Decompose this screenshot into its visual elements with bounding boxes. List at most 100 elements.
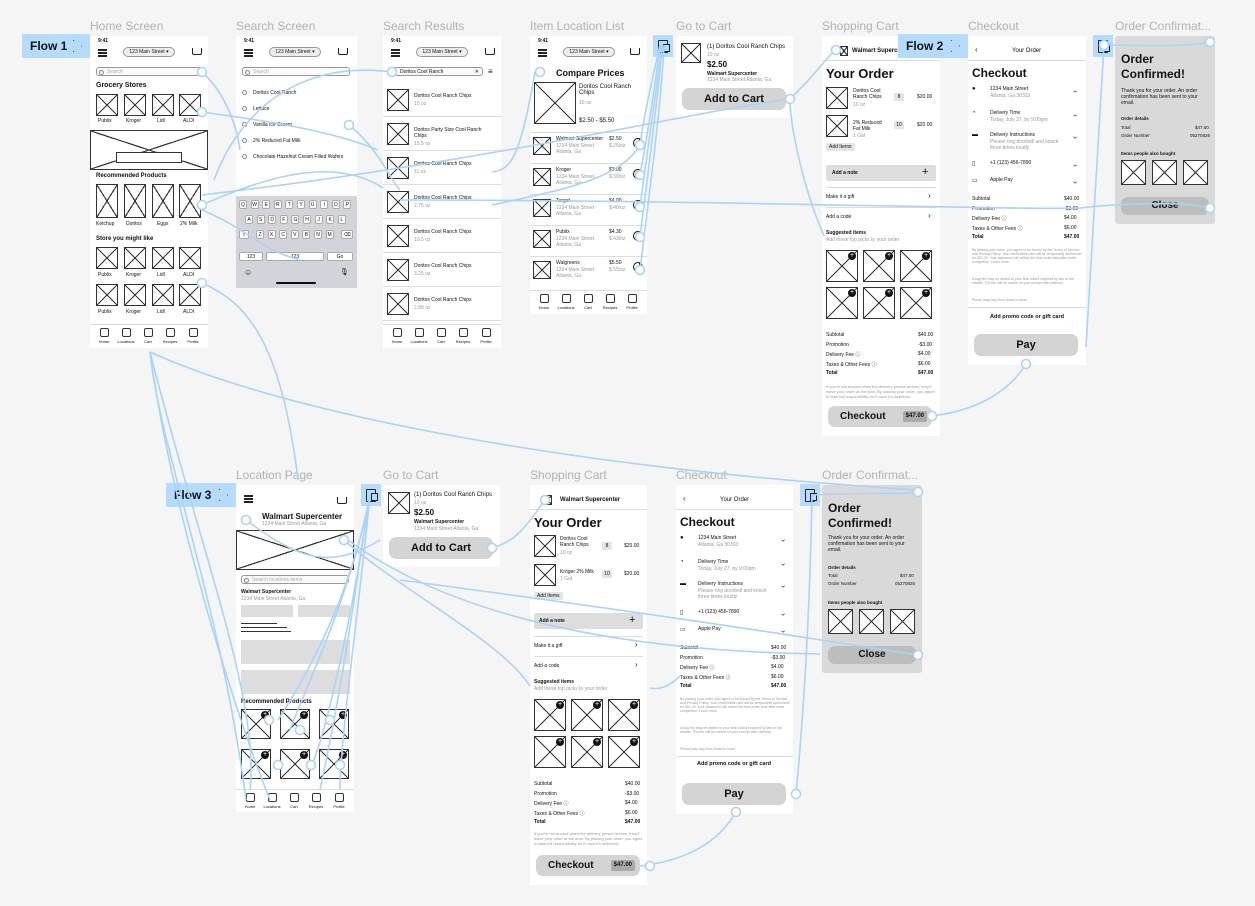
suggestion-item[interactable]: 2% Reduced Fat Milk [242, 137, 301, 144]
shift-key[interactable]: ⇧ [239, 230, 249, 239]
keyboard-key[interactable]: I [320, 200, 329, 209]
checkout-row-label[interactable]: Delivery Instructions [698, 581, 744, 587]
banner-button[interactable] [116, 152, 182, 163]
checkout-row-label[interactable]: Delivery Time [698, 559, 729, 565]
product-image[interactable] [1183, 160, 1208, 185]
checkout-button[interactable]: Checkout$47.00 [536, 855, 640, 876]
menu-icon[interactable] [244, 49, 253, 51]
add-plus-icon[interactable]: + [593, 701, 601, 709]
keyboard-key[interactable]: H [303, 215, 311, 224]
suggestion-item[interactable]: Vanilla Ice Cream [242, 121, 292, 128]
keyboard-key[interactable]: B [302, 230, 311, 239]
product-image[interactable] [859, 609, 884, 634]
store-image[interactable] [124, 284, 146, 306]
quantity-stepper[interactable]: 10 [602, 570, 612, 578]
add-plus-icon[interactable]: + [593, 738, 601, 746]
store-image[interactable] [152, 94, 174, 116]
emoji-icon[interactable]: ☺ [244, 268, 253, 277]
keyboard-key[interactable]: L [337, 215, 346, 224]
backspace-key[interactable]: ⌫ [341, 230, 353, 239]
nav-cart[interactable]: Cart [578, 294, 598, 310]
nav-home[interactable]: Home [94, 328, 114, 344]
add-note-row[interactable] [826, 165, 936, 181]
go-key[interactable]: Go [327, 252, 353, 261]
keyboard-key[interactable]: A [245, 215, 253, 224]
code-label[interactable]: Add a code [826, 214, 852, 220]
nav-profile[interactable]: Profile [329, 793, 349, 809]
chevron-down-icon[interactable]: › [778, 539, 788, 542]
numbers-key[interactable]: 123 [239, 252, 263, 261]
add-plus-icon[interactable]: + [261, 711, 269, 719]
add-plus-icon[interactable]: + [885, 289, 893, 297]
chevron-down-icon[interactable]: › [1070, 164, 1080, 167]
checkout-button[interactable]: Checkout$47.00 [828, 406, 932, 427]
store-image[interactable] [152, 284, 174, 306]
chevron-down-icon[interactable]: › [1070, 181, 1080, 184]
store-image[interactable] [96, 247, 118, 269]
select-toggle[interactable] [633, 200, 643, 210]
nav-profile[interactable]: Profile [622, 294, 642, 310]
suggestion-item[interactable]: Doritos Cool Ranch [242, 89, 296, 96]
keyboard-key[interactable]: U [308, 200, 317, 209]
space-key[interactable]: 123 [266, 252, 324, 261]
nav-profile[interactable]: Profile [183, 328, 203, 344]
add-plus-icon[interactable]: + [300, 751, 308, 759]
add-plus-icon[interactable]: + [556, 738, 564, 746]
close-button[interactable]: Close [1121, 197, 1209, 215]
suggested-item-image[interactable] [863, 287, 895, 319]
keyboard-key[interactable]: T [285, 200, 294, 209]
cart-icon[interactable] [485, 48, 495, 55]
nav-recipes[interactable]: Recipes [600, 294, 620, 310]
code-label[interactable]: Add a code [534, 663, 560, 669]
keyboard-key[interactable]: G [291, 215, 300, 224]
chevron-down-icon[interactable]: › [1070, 114, 1080, 117]
add-plus-icon[interactable]: + [848, 252, 856, 260]
nav-locations[interactable]: Locations [409, 328, 429, 344]
keyboard-key[interactable]: C [279, 230, 288, 239]
microphone-icon[interactable]: 🎙 [340, 269, 349, 276]
nav-locations[interactable]: Locations [556, 294, 576, 310]
search-input[interactable]: Search [96, 67, 202, 76]
store-image[interactable] [179, 247, 201, 269]
keyboard-key[interactable]: F [279, 215, 288, 224]
filter-icon[interactable]: ≡ [488, 67, 493, 76]
flow-3-label[interactable]: Flow 3 [166, 483, 236, 507]
product-image[interactable] [124, 184, 146, 218]
store-image[interactable] [124, 94, 146, 116]
suggested-item-image[interactable] [534, 736, 566, 768]
nav-locations[interactable]: Locations [262, 793, 282, 809]
nav-home[interactable]: Home [387, 328, 407, 344]
nav-recipes[interactable]: Recipes [453, 328, 473, 344]
chevron-down-icon[interactable]: › [1070, 136, 1080, 139]
search-input[interactable]: Search [242, 67, 350, 76]
keyboard-key[interactable]: W [250, 200, 259, 209]
cart-icon[interactable] [192, 48, 202, 55]
product-image[interactable] [890, 609, 915, 634]
add-to-cart-button[interactable]: Add to Cart [389, 537, 493, 559]
nav-recipes[interactable]: Recipes [160, 328, 180, 344]
keyboard-key[interactable]: M [325, 230, 334, 239]
suggested-item-image[interactable] [534, 699, 566, 731]
nav-cart[interactable]: Cart [284, 793, 304, 809]
chevron-down-icon[interactable]: › [778, 563, 788, 566]
add-plus-icon[interactable]: + [261, 751, 269, 759]
chevron-down-icon[interactable]: › [778, 585, 788, 588]
keyboard-key[interactable]: E [262, 200, 271, 209]
checkout-row-label[interactable]: Apple Pay [990, 177, 1013, 183]
nav-cart[interactable]: Cart [138, 328, 158, 344]
keyboard-key[interactable]: R [273, 200, 282, 209]
nav-locations[interactable]: Locations [116, 328, 136, 344]
flow-2-label[interactable]: Flow 2 [898, 34, 968, 58]
banner-image[interactable] [90, 130, 208, 170]
store-image[interactable] [179, 94, 201, 116]
menu-icon[interactable] [98, 49, 107, 51]
suggested-item-image[interactable] [280, 749, 310, 779]
address-selector[interactable]: 123 Main Street ▾ [269, 47, 321, 57]
